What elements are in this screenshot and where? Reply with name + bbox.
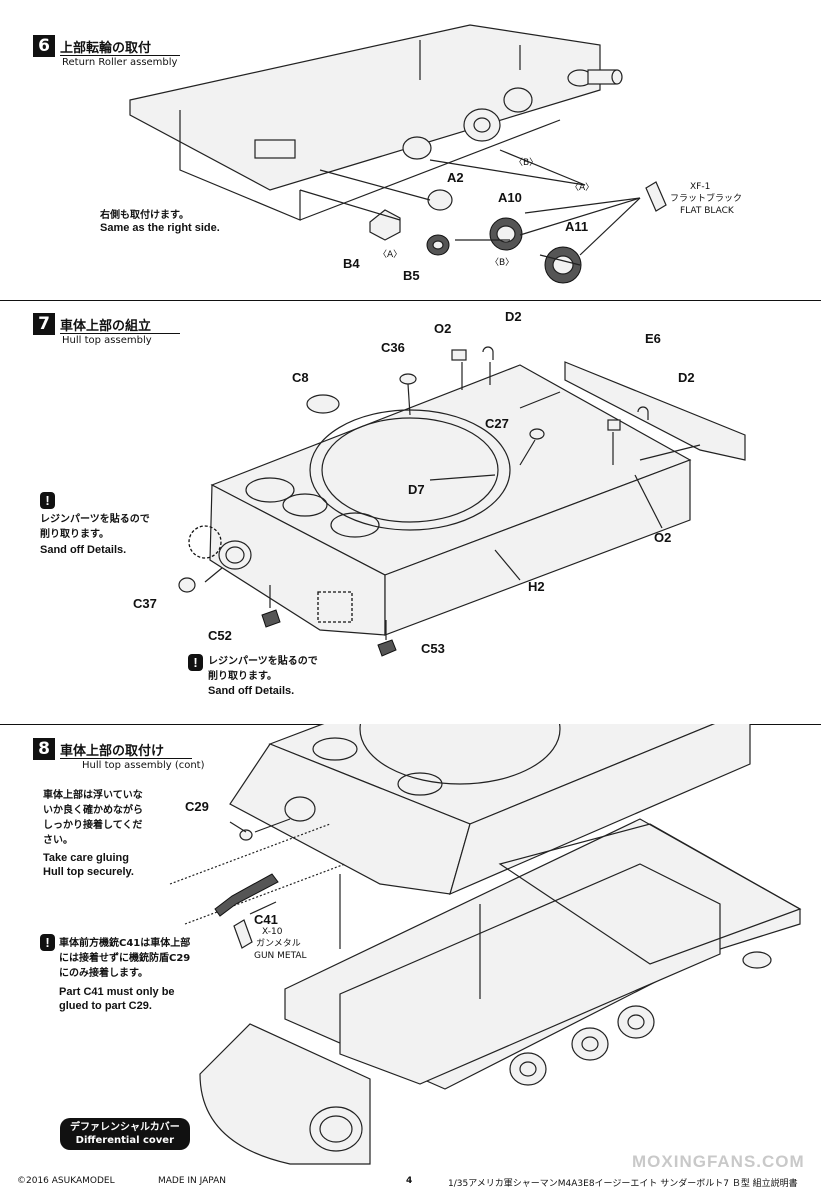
warning-icon: ! [40,934,55,951]
paint-code: X-10 [262,927,283,937]
sand-note-en: Sand off Details. [208,685,295,697]
hull-top-diagram [178,346,746,657]
part-label-e6: E6 [645,331,661,346]
return-roller-diagram [129,24,667,284]
paint-code: XF-1 [690,182,711,192]
title-rule [60,333,180,334]
part-label-c29: C29 [185,799,209,814]
part-label-d2: D2 [678,370,695,385]
step-number: 8 [33,738,55,760]
title-rule [60,758,192,759]
part-label-c36: C36 [381,340,405,355]
step-number: 7 [33,313,55,335]
warning-icon: ! [40,492,55,509]
footer-product-name: 1/35アメリカ軍シャーマンM4A3E8イージーエイト サンダーボルト7 Ｂ型 … [448,1179,798,1189]
gluing-note-en: Take care gluing [43,852,129,864]
step-8-section: 8 車体上部の取付け Hull top assembly (cont) [0,724,821,1168]
differential-cover-jp: デファレンシャルカバー [70,1122,180,1133]
c41-note-jp: にのみ接着します。 [59,968,148,979]
step-title-en: Hull top assembly [62,335,152,346]
footer-copyright: ©2016 ASUKAMODEL [17,1176,115,1186]
part-label-o2: O2 [434,321,452,336]
part-label-b4: B4 [343,256,360,271]
group-tag-b: 〈B〉 [514,158,539,168]
differential-cover-caption: デファレンシャルカバー Differential cover [60,1118,190,1150]
step-title-jp: 車体上部の取付け [60,744,165,759]
paint-name-en: FLAT BLACK [680,206,734,216]
right-side-note-jp: 右側も取付けます。 [100,210,189,221]
sand-note-jp-1: レジンパーツを貼るので [208,656,318,667]
paint-name-jp: フラットブラック [670,194,743,204]
sand-note-jp-2: 削り取ります。 [208,671,277,682]
footer-made-in: MADE IN JAPAN [158,1176,227,1186]
part-label-a11: A11 [565,219,589,234]
paint-name-en: GUN METAL [254,951,307,961]
c41-note-jp: には接着せずに機銃防盾C29 [59,953,191,964]
warning-icon: ! [188,654,203,671]
group-tag-a: 〈A〉 [378,250,403,260]
watermark: MOXINGFANS.COM [632,1152,805,1171]
part-label-c53: C53 [421,641,445,656]
group-tag-a: 〈A〉 [570,183,595,193]
step-title-jp: 上部転輪の取付 [60,41,152,56]
part-label-a2: A2 [447,170,464,185]
step-number: 6 [33,35,55,57]
gluing-note-en: Hull top securely. [43,866,134,878]
sand-note-jp-1: レジンパーツを貼るので [40,514,150,525]
step-title-jp: 車体上部の組立 [60,319,152,334]
footer-page-number: 4 [406,1176,413,1186]
part-label-o2: O2 [654,530,672,545]
gluing-note-jp: しっかり接着してくだ [43,820,143,831]
sand-note-jp-2: 削り取ります。 [40,529,109,540]
group-tag-b: 〈B〉 [490,258,515,268]
step-title-en: Return Roller assembly [62,57,178,68]
c41-note-en: glued to part C29. [59,1000,152,1012]
part-label-c52: C52 [208,628,232,643]
part-label-c27: C27 [485,416,509,431]
paint-name-jp: ガンメタル [256,939,301,949]
right-side-note-en: Same as the right side. [100,222,220,234]
gluing-note-jp: さい。 [43,835,73,846]
differential-cover-en: Differential cover [75,1135,175,1146]
part-label-d2: D2 [505,309,522,324]
part-label-b5: B5 [403,268,420,283]
title-rule [60,55,180,56]
part-label-c37: C37 [133,596,157,611]
part-label-d7: D7 [408,482,425,497]
sand-note-en: Sand off Details. [40,544,127,556]
hull-assembly-diagram [169,724,802,1165]
gluing-note-jp: 車体上部は浮いていな [43,790,143,801]
gluing-note-jp: いか良く確かめながら [43,805,143,816]
part-label-h2: H2 [528,579,545,594]
part-label-c41: C41 [254,912,278,927]
c41-note-en: Part C41 must only be [59,986,175,998]
step-title-en: Hull top assembly (cont) [82,760,205,771]
step-7-section: 7 車体上部の組立 Hull top assembly [0,300,821,725]
step-6-section: 6 上部転輪の取付 Return Roller assembly [0,0,821,301]
part-label-a10: A10 [498,190,522,205]
c41-note-jp: 車体前方機銃C41は車体上部 [59,938,191,949]
part-label-c8: C8 [292,370,309,385]
